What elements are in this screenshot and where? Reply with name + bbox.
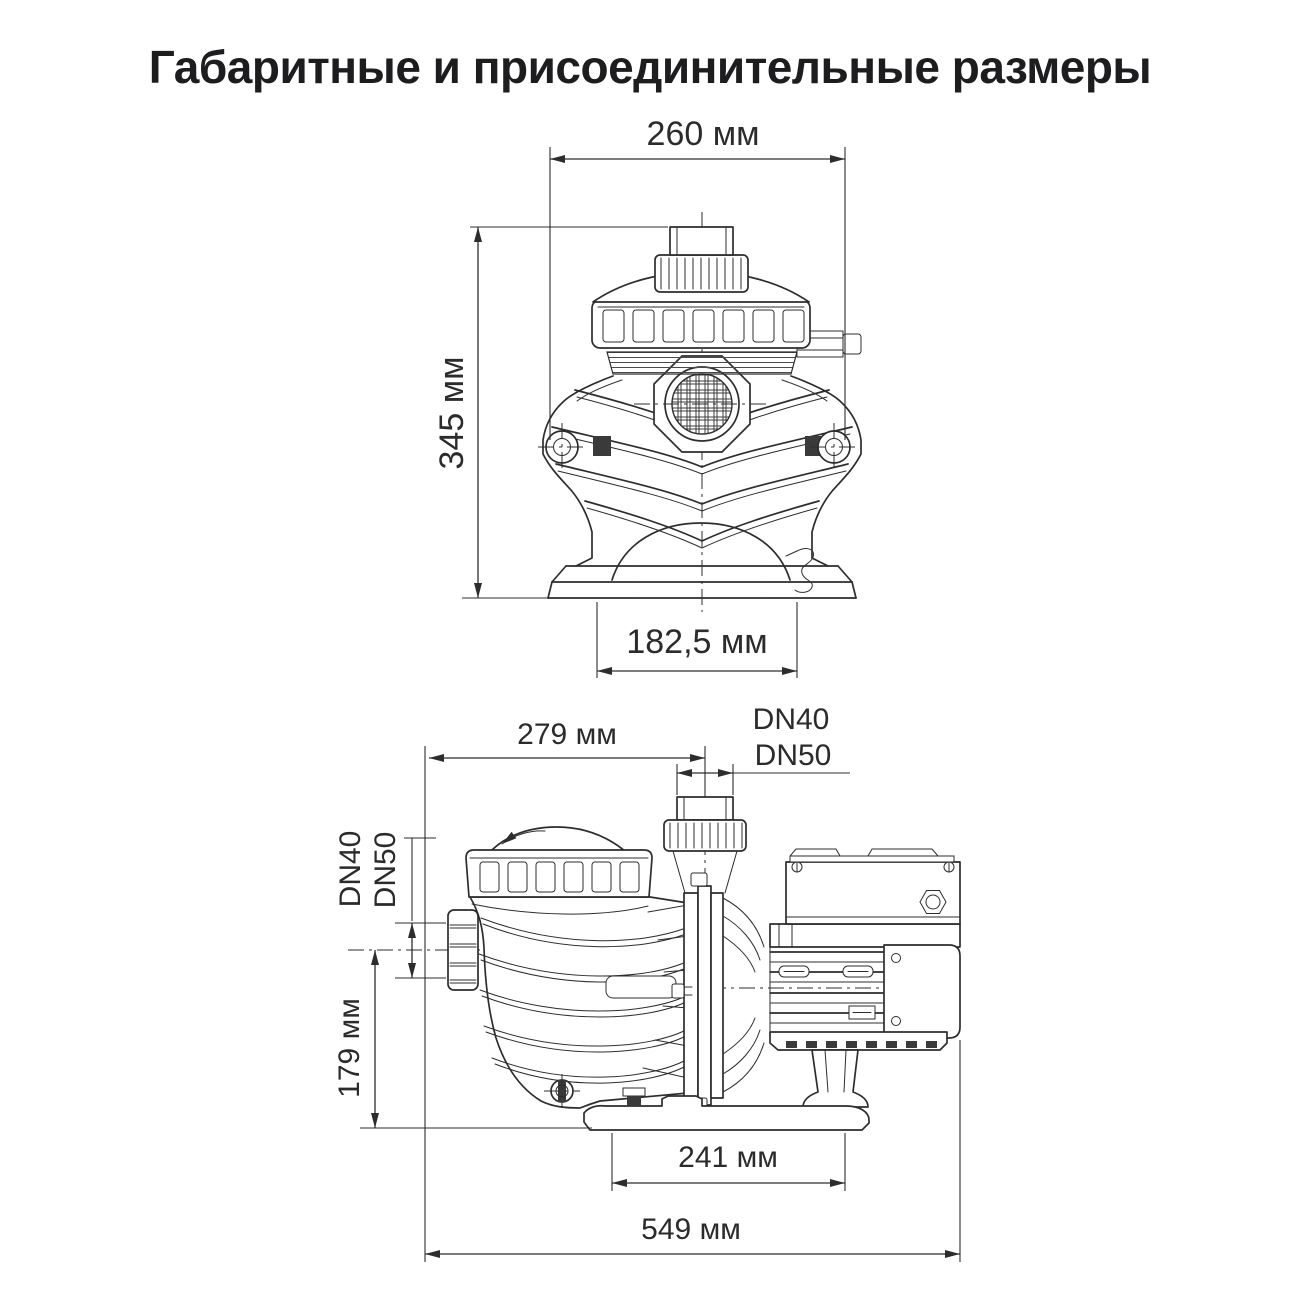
front-top-port — [669, 226, 734, 256]
top-port-dn50-label: DN50 — [754, 739, 832, 772]
side-bracket-fins — [722, 897, 765, 1093]
front-view-drawing — [462, 147, 862, 678]
dim-side-port-dn — [395, 837, 446, 979]
front-height-label: 345 мм — [433, 356, 471, 470]
side-motor-foot — [802, 1049, 869, 1108]
front-side-stub — [796, 330, 862, 358]
side-lid-ring — [465, 826, 653, 898]
dim-260 — [549, 147, 846, 440]
side-flange-stack — [671, 872, 724, 1112]
front-base — [547, 565, 857, 599]
side-base — [583, 1087, 870, 1131]
dim-345 — [462, 226, 668, 599]
dim-179 — [360, 950, 592, 1129]
side-suction-height-label: 179 мм — [333, 998, 366, 1098]
front-mounting-ears — [538, 423, 858, 471]
dim-549 — [425, 1040, 961, 1262]
front-union-nut — [654, 254, 749, 293]
side-suction-port — [447, 909, 479, 991]
top-port-dn40-label: DN40 — [752, 703, 830, 736]
dim-241 — [611, 1133, 846, 1191]
front-drain-clip — [785, 548, 814, 593]
dim-top-port-dn — [676, 764, 850, 795]
side-port-offset-label: 279 мм — [517, 718, 617, 751]
side-discharge-port — [663, 796, 747, 894]
side-strainer-pot — [469, 896, 689, 1109]
front-width-label: 260 мм — [646, 115, 760, 153]
side-base-length-label: 241 мм — [678, 1141, 778, 1174]
side-motor — [769, 848, 961, 1051]
page-title: Габаритные и присоединительные размеры — [148, 41, 1152, 93]
side-drain-plug — [544, 1074, 580, 1108]
side-port-dn40-label: DN40 — [334, 830, 367, 908]
front-grille — [634, 355, 770, 453]
side-port-dn50-label: DN50 — [369, 831, 402, 909]
side-view-drawing — [348, 746, 962, 1262]
front-neck-band — [606, 351, 798, 375]
front-lock-ring — [591, 299, 811, 349]
front-base-width-label: 182,5 мм — [626, 623, 768, 661]
dim-182-5 — [596, 602, 798, 678]
side-overall-length-label: 549 мм — [641, 1213, 741, 1246]
cable-gland — [919, 890, 947, 914]
